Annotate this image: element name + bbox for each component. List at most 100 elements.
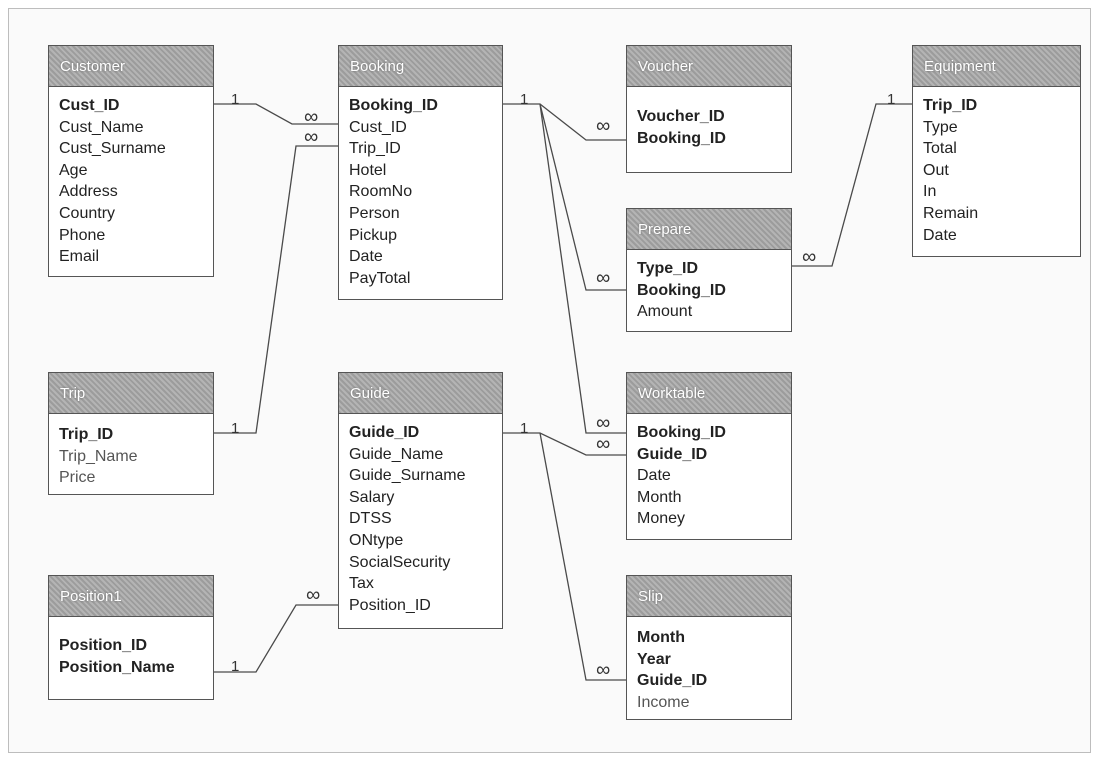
field-guide-socialsecurity[interactable]: SocialSecurity bbox=[349, 553, 451, 571]
field-equipment-out[interactable]: Out bbox=[923, 161, 949, 179]
table-guide-title: Guide bbox=[339, 373, 502, 414]
table-trip-title: Trip bbox=[49, 373, 213, 414]
field-guide-dtss[interactable]: DTSS bbox=[349, 510, 392, 528]
rel-equipment-prepare-one-label: 1 bbox=[887, 91, 896, 108]
field-prepare-type-id[interactable]: Type_ID bbox=[637, 260, 699, 277]
field-prepare-amount[interactable]: Amount bbox=[637, 303, 693, 321]
table-equipment-title: Equipment bbox=[913, 46, 1080, 87]
rel-trip-booking-many-label: ∞ bbox=[304, 126, 319, 148]
field-guide-guide-name[interactable]: Guide_Name bbox=[349, 445, 444, 463]
rel-equipment-prepare-many-label: ∞ bbox=[802, 246, 817, 268]
field-customer-address[interactable]: Address bbox=[59, 183, 118, 201]
field-booking-person[interactable]: Person bbox=[349, 204, 400, 222]
field-guide-salary[interactable]: Salary bbox=[349, 488, 395, 506]
rel-customer-booking-one-label: 1 bbox=[231, 91, 240, 108]
rel-trip-booking-one-label: 1 bbox=[231, 420, 240, 437]
field-equipment-trip-id[interactable]: Trip_ID bbox=[923, 97, 978, 114]
rel-booking-voucher bbox=[503, 103, 626, 141]
field-booking-paytotal[interactable]: PayTotal bbox=[349, 269, 411, 287]
field-booking-date[interactable]: Date bbox=[349, 248, 383, 266]
field-equipment-remain[interactable]: Remain bbox=[923, 204, 979, 222]
rel-guide-slip bbox=[539, 432, 626, 681]
field-customer-cust-id[interactable]: Cust_ID bbox=[59, 97, 120, 114]
field-position1-position-id[interactable]: Position_ID bbox=[59, 637, 148, 654]
field-trip-price[interactable]: Price bbox=[59, 469, 96, 487]
field-booking-pickup[interactable]: Pickup bbox=[349, 226, 398, 244]
field-trip-trip-name[interactable]: Trip_Name bbox=[59, 447, 138, 465]
field-customer-cust-name[interactable]: Cust_Name bbox=[59, 118, 144, 136]
field-customer-country[interactable]: Country bbox=[59, 204, 116, 222]
field-worktable-booking-id[interactable]: Booking_ID bbox=[637, 424, 726, 441]
field-equipment-in[interactable]: In bbox=[923, 183, 937, 201]
field-customer-cust-surname[interactable]: Cust_Surname bbox=[59, 140, 166, 158]
field-slip-year[interactable]: Year bbox=[637, 650, 671, 668]
field-guide-tax[interactable]: Tax bbox=[349, 575, 374, 593]
table-position1-title: Position1 bbox=[49, 576, 213, 617]
rel-position-guide bbox=[214, 604, 338, 673]
rel-booking-voucher-many-label: ∞ bbox=[596, 115, 611, 137]
field-prepare-booking-id[interactable]: Booking_ID bbox=[637, 281, 726, 299]
rel-booking-worktable-many-label: ∞ bbox=[596, 412, 611, 434]
rel-booking-prepare bbox=[539, 103, 626, 291]
table-voucher-fields: Voucher_ID Booking_ID bbox=[627, 87, 791, 149]
field-equipment-date[interactable]: Date bbox=[923, 226, 957, 244]
table-prepare[interactable]: Prepare Type_ID Booking_ID Amount bbox=[626, 208, 792, 332]
table-prepare-fields: Type_ID Booking_ID Amount bbox=[627, 250, 791, 323]
field-booking-trip-id[interactable]: Trip_ID bbox=[349, 140, 401, 158]
rel-guide-worktable bbox=[503, 432, 626, 456]
field-customer-age[interactable]: Age bbox=[59, 161, 88, 179]
rel-guide-worktable-one-label: 1 bbox=[520, 420, 529, 437]
field-worktable-date[interactable]: Date bbox=[637, 467, 671, 485]
table-slip-title: Slip bbox=[627, 576, 791, 617]
field-guide-guide-id[interactable]: Guide_ID bbox=[349, 424, 420, 441]
field-booking-booking-id[interactable]: Booking_ID bbox=[349, 97, 438, 114]
field-booking-cust-id[interactable]: Cust_ID bbox=[349, 118, 407, 136]
field-guide-guide-surname[interactable]: Guide_Surname bbox=[349, 467, 466, 485]
field-slip-month[interactable]: Month bbox=[637, 629, 685, 646]
rel-position-guide-one-label: 1 bbox=[231, 658, 240, 675]
table-booking-title: Booking bbox=[339, 46, 502, 87]
rel-customer-booking-many-label: ∞ bbox=[304, 106, 319, 128]
field-position1-position-name[interactable]: Position_Name bbox=[59, 658, 175, 676]
field-worktable-month[interactable]: Month bbox=[637, 488, 682, 506]
field-slip-guide-id[interactable]: Guide_ID bbox=[637, 672, 708, 690]
field-guide-position-id[interactable]: Position_ID bbox=[349, 596, 431, 614]
field-customer-phone[interactable]: Phone bbox=[59, 226, 106, 244]
rel-booking-worktable bbox=[539, 103, 626, 434]
field-voucher-voucher-id[interactable]: Voucher_ID bbox=[637, 108, 725, 125]
field-guide-ontype[interactable]: ONtype bbox=[349, 531, 404, 549]
table-worktable-title: Worktable bbox=[627, 373, 791, 414]
field-customer-email[interactable]: Email bbox=[59, 248, 100, 266]
field-equipment-type[interactable]: Type bbox=[923, 118, 958, 136]
rel-customer-booking bbox=[214, 103, 338, 125]
field-trip-trip-id[interactable]: Trip_ID bbox=[59, 426, 114, 443]
field-voucher-booking-id[interactable]: Booking_ID bbox=[637, 129, 726, 147]
rel-position-guide-many-label: ∞ bbox=[306, 584, 321, 606]
table-position1[interactable]: Position1 Position_ID Position_Name bbox=[48, 575, 214, 700]
table-customer-title: Customer bbox=[49, 46, 213, 87]
field-booking-roomno[interactable]: RoomNo bbox=[349, 183, 413, 201]
field-booking-hotel[interactable]: Hotel bbox=[349, 161, 387, 179]
table-prepare-title: Prepare bbox=[627, 209, 791, 250]
rel-equipment-prepare bbox=[792, 103, 912, 267]
rel-booking-voucher-one-label: 1 bbox=[520, 91, 529, 108]
rel-booking-prepare-many-label: ∞ bbox=[596, 267, 611, 289]
field-worktable-money[interactable]: Money bbox=[637, 510, 686, 528]
field-equipment-total[interactable]: Total bbox=[923, 140, 957, 158]
field-slip-income[interactable]: Income bbox=[637, 693, 690, 711]
field-worktable-guide-id[interactable]: Guide_ID bbox=[637, 445, 708, 463]
